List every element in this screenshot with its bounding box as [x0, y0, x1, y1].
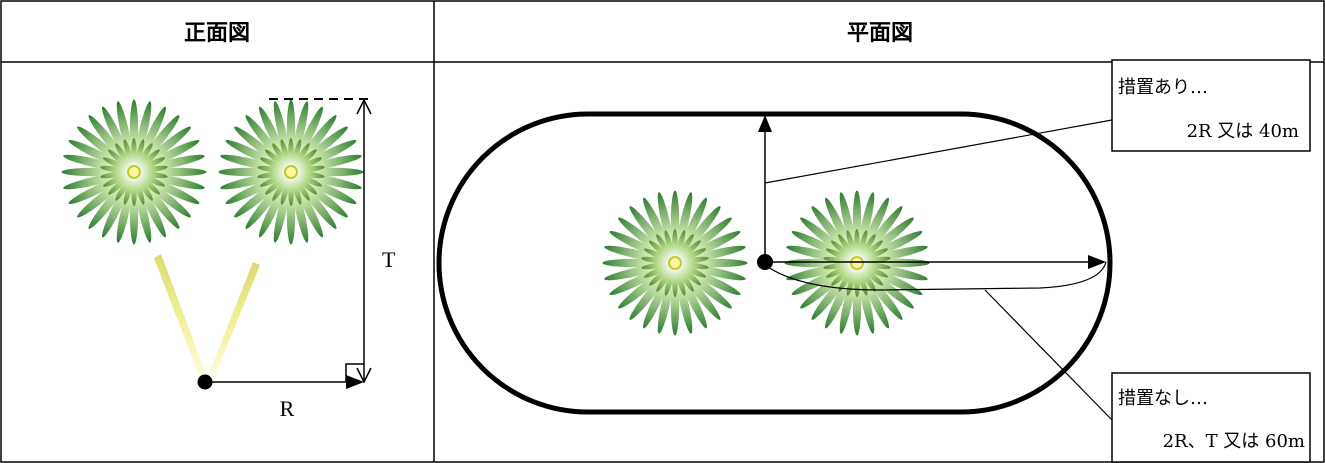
- measure-bracket-curve: [764, 261, 1107, 291]
- plan-view: 措置あり… 2R 又は 40m 措置なし… 2R、T 又は 60m: [436, 59, 1311, 463]
- callout-with-measures-value: 2R 又は 40m: [1187, 121, 1299, 142]
- launch-trail-left: [154, 254, 206, 378]
- launch-trail-right: [208, 262, 260, 378]
- front-view: T R: [61, 98, 396, 421]
- radius-r-arrowhead: [346, 375, 364, 389]
- plan-launch-point: [757, 254, 773, 270]
- callout-box-without-measures: [1111, 372, 1311, 463]
- plan-view-header: 平面図: [847, 21, 913, 46]
- firework-burst-icon: [218, 99, 364, 245]
- firework-burst-icon: [784, 190, 930, 336]
- callout-leader-with-measures: [764, 119, 1113, 184]
- callout-box-with-measures: [1111, 59, 1311, 152]
- callout-with-measures-title: 措置あり…: [1118, 77, 1208, 98]
- callout-leader-without-measures: [984, 289, 1113, 421]
- firework-burst-icon: [602, 190, 748, 336]
- radius-r-label: R: [280, 396, 295, 421]
- launch-point: [197, 374, 213, 390]
- measure-right-arrowhead: [1088, 255, 1106, 269]
- callout-without-measures-title: 措置なし…: [1118, 388, 1208, 409]
- height-t-label: T: [382, 247, 396, 272]
- firework-burst-icon: [61, 99, 207, 245]
- measure-up-arrowhead: [758, 115, 772, 132]
- height-t-arrow: [356, 98, 372, 384]
- callout-without-measures-value: 2R、T 又は 60m: [1163, 431, 1305, 452]
- front-view-header: 正面図: [184, 21, 250, 46]
- safety-zone-outline: [436, 111, 1113, 415]
